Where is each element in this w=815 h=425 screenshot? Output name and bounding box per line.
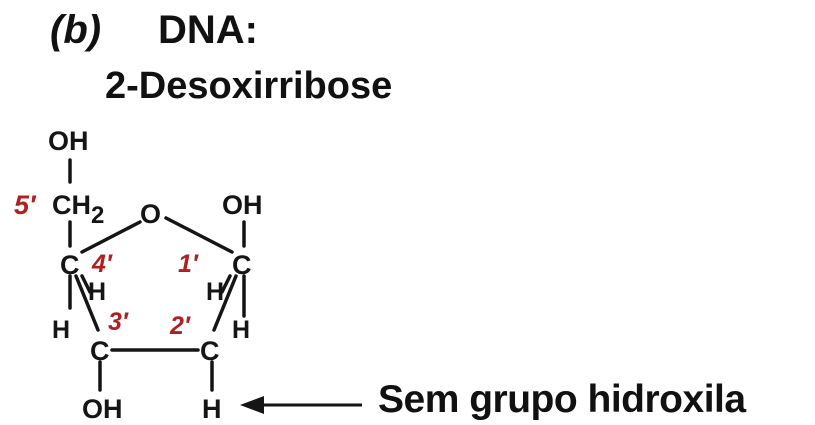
bond-c3-c4-side: [74, 274, 100, 332]
sugar-name: 2-Desoxirribose: [105, 65, 393, 107]
atom-c1: C: [232, 250, 252, 280]
carbon-number-1: 1′: [178, 250, 199, 278]
bond-c2-c1-side: [212, 274, 238, 332]
atom-ring-o: O: [140, 199, 161, 229]
carbon-number-3: 3′: [108, 308, 129, 336]
atom-c3: C: [90, 336, 110, 366]
bond-c4-o: [80, 220, 142, 254]
bond-c1-h: [220, 274, 232, 294]
atom-oh-1: OH: [222, 190, 263, 220]
atom-h1: H: [206, 278, 224, 306]
atom-h-2-bottom: H: [202, 394, 222, 424]
atom-oh-5: OH: [48, 126, 89, 156]
bond-o-c1: [164, 216, 234, 254]
left-arrow-icon: [240, 396, 362, 414]
bond-c4-h: [80, 274, 92, 294]
carbon-number-4: 4′: [91, 250, 113, 278]
part-label: (b): [50, 8, 102, 52]
atom-h4: H: [88, 278, 106, 306]
molecule-title: DNA:: [158, 8, 258, 52]
carbon-number-2: 2′: [169, 312, 191, 340]
atom-c2: C: [200, 336, 220, 366]
atom-oh-3: OH: [82, 394, 123, 424]
atom-h2-right: H: [232, 316, 250, 344]
atom-c4: C: [60, 250, 80, 280]
carbon-number-5: 5′: [14, 190, 37, 220]
atom-h3-left: H: [52, 316, 70, 344]
atom-ch2: CH2: [52, 190, 104, 229]
no-hydroxyl-note: Sem grupo hidroxila: [378, 378, 746, 421]
